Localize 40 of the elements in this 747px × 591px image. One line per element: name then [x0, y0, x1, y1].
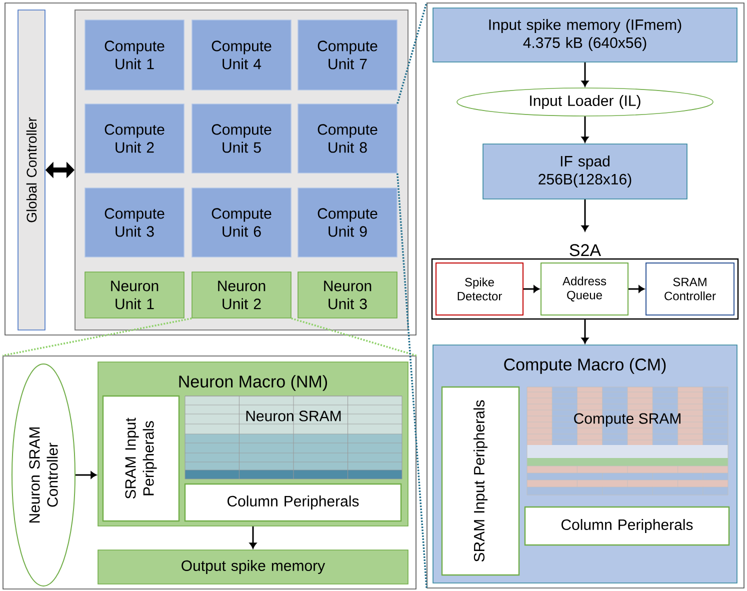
sram-array: Compute SRAM [526, 386, 728, 496]
controller-box: Global Controller [18, 10, 46, 330]
panel-frame [426, 2, 744, 588]
compute-unit-box: Compute Unit 8 [298, 104, 398, 174]
peripherals-box: SRAM Input Peripherals [102, 395, 180, 522]
zoom-line [2, 318, 192, 356]
arrow [524, 285, 540, 292]
memory-box: IF spad 256B(128x16) [482, 144, 688, 200]
panel-frame [2, 356, 416, 590]
compute-unit-box: Compute Unit 4 [192, 20, 292, 90]
neuron-unit-box: Neuron Unit 1 [84, 272, 184, 318]
arrow [628, 285, 644, 292]
arrow [76, 471, 97, 478]
peripherals-box: Column Peripherals [184, 483, 402, 522]
controller-box: SRAM Controller [646, 262, 734, 316]
neuron-unit-box: Neuron Unit 2 [192, 272, 292, 318]
compute-unit-box: Compute Unit 9 [298, 188, 398, 258]
neuron-unit-box: Neuron Unit 3 [298, 272, 398, 318]
arrow [582, 199, 588, 232]
zoom-line [291, 318, 417, 356]
compute-unit-box: Compute Unit 6 [192, 188, 292, 258]
arrow [582, 116, 588, 143]
node-label: S2A [570, 244, 602, 256]
compute-unit-box: Compute Unit 2 [84, 104, 184, 174]
arrow [250, 526, 257, 549]
peripherals-box: Column Peripherals [524, 506, 730, 546]
memory-box: Output spike memory [98, 550, 408, 584]
sram-array: Neuron SRAM [184, 396, 402, 480]
zoom-line [396, 173, 428, 588]
arrow [582, 62, 588, 87]
zoom-line [396, 2, 428, 104]
detector-box: Spike Detector [436, 262, 524, 316]
compute-unit-box: Compute Unit 7 [298, 20, 398, 90]
compute-unit-box: Compute Unit 5 [192, 104, 292, 174]
compute-unit-box: Compute Unit 1 [84, 20, 184, 90]
arrow [582, 320, 588, 344]
queue-box: Address Queue [540, 262, 628, 316]
memory-box: Input spike memory (IFmem) 4.375 kB (640x56) [432, 8, 738, 62]
compute-unit-box: Compute Unit 3 [84, 188, 184, 258]
peripherals-box: SRAM Input Peripherals [441, 386, 520, 576]
